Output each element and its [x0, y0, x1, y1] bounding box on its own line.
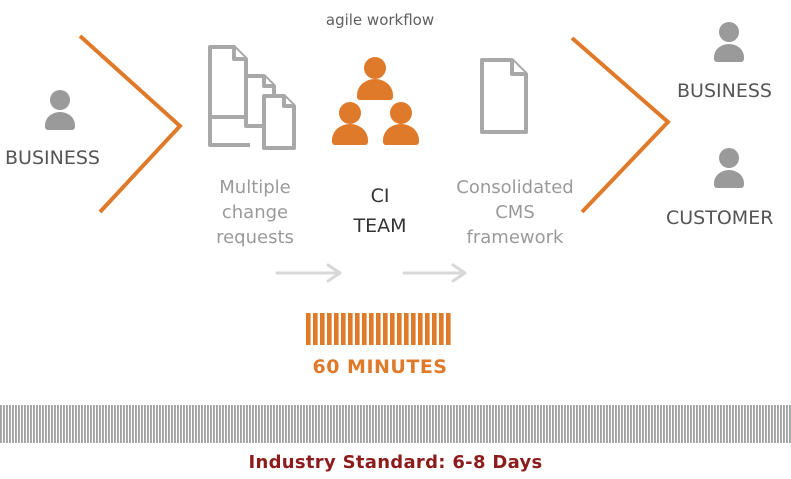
customer-label: CUSTOMER [666, 207, 774, 229]
page-title: agile workflow [325, 11, 435, 29]
document-icon [480, 58, 528, 134]
team-icon [332, 57, 419, 145]
agile-time-bar [306, 313, 451, 345]
chevron-right-icon-right [570, 36, 671, 214]
left-business-label: BUSINESS [5, 147, 100, 169]
right-business-label: BUSINESS [677, 80, 772, 102]
team-label: CI TEAM [353, 185, 407, 237]
documents-icon [208, 45, 296, 150]
agile-time-label: 60 MINUTES [312, 356, 448, 378]
person-icon-business-left [45, 90, 75, 130]
industry-standard-label: Industry Standard: 6-8 Days [248, 452, 543, 473]
person-icon-business-right [714, 22, 744, 62]
industry-time-bar [0, 405, 791, 443]
cms-label: Consolidated CMS framework [456, 177, 574, 248]
requests-label: Multiple change requests [216, 177, 294, 248]
arrow-right-icon-1 [275, 263, 342, 283]
arrow-right-icon-2 [402, 263, 467, 283]
person-icon-customer [714, 148, 744, 188]
chevron-right-icon-left [78, 34, 183, 214]
